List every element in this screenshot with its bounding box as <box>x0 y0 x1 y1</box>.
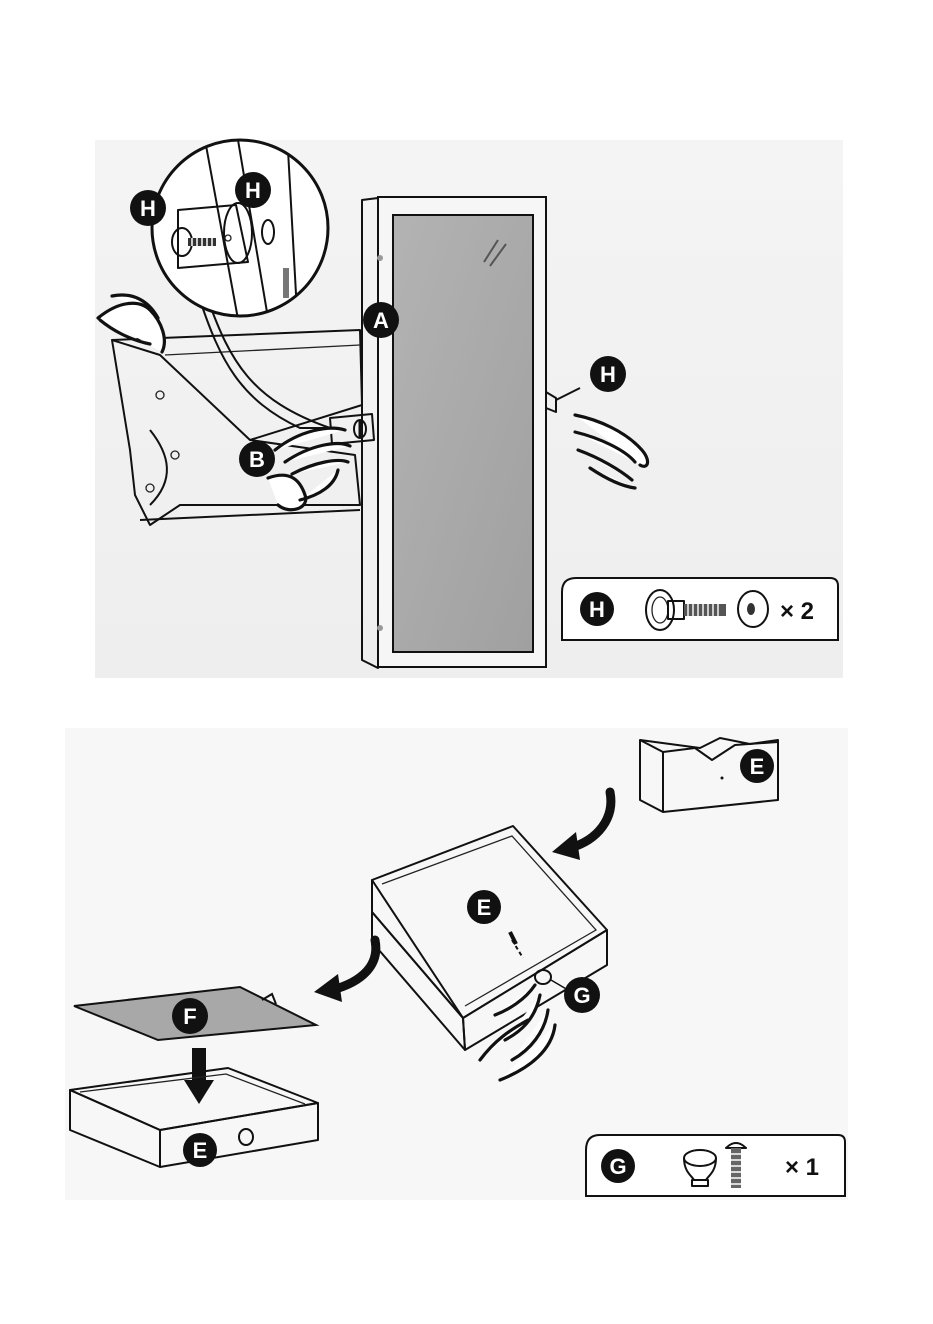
quantity-label: × 2 <box>780 598 814 625</box>
svg-text:G: G <box>573 983 590 1008</box>
svg-text:E: E <box>193 1138 208 1163</box>
callout-right-screw: H <box>590 356 626 392</box>
svg-text:F: F <box>183 1004 196 1029</box>
quantity-label: × 1 <box>785 1154 819 1181</box>
callout-zoom-screw: H <box>130 190 166 226</box>
svg-text:H: H <box>140 196 156 221</box>
callout-mirror: A <box>363 302 399 338</box>
step-1-illustration: H H A B H H <box>95 140 843 678</box>
svg-text:H: H <box>600 362 616 387</box>
svg-text:G: G <box>609 1154 626 1179</box>
step-2-illustration: E E G <box>65 728 848 1200</box>
parts-box-h: H × 2 <box>562 578 838 640</box>
svg-text:B: B <box>249 447 265 472</box>
svg-text:E: E <box>477 895 492 920</box>
svg-text:H: H <box>245 178 261 203</box>
callout-bracket: B <box>239 441 275 477</box>
mirror-a <box>362 197 556 668</box>
svg-text:A: A <box>373 308 389 333</box>
callout-zoom-cap: H <box>235 172 271 208</box>
mirror-glass <box>393 215 533 652</box>
step-2-background <box>65 728 848 1200</box>
parts-box-g: G × 1 <box>586 1135 845 1196</box>
svg-text:E: E <box>750 754 765 779</box>
svg-text:H: H <box>589 597 605 622</box>
